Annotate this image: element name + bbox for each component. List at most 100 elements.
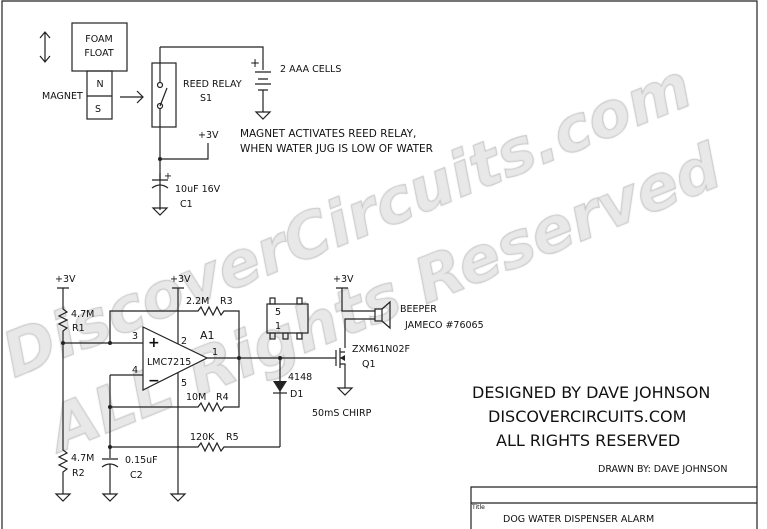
credits-rights-label: ALL RIGHTS RESERVED <box>496 431 680 450</box>
r5-ref-label: R5 <box>226 432 239 443</box>
relay-name-label: REED RELAY <box>183 79 242 90</box>
c1-ref-label: C1 <box>180 199 193 210</box>
r2-ref-label: R2 <box>72 468 85 479</box>
wire-path <box>101 458 119 494</box>
ground-icon <box>169 493 187 502</box>
package-pin1-label: 1 <box>275 321 281 332</box>
float-south-label: S <box>95 104 101 115</box>
c2-value-label: 0.15uF <box>125 455 158 466</box>
beeper-part-label: JAMECO #76065 <box>404 320 484 331</box>
wire-path <box>470 486 757 529</box>
wire-circle <box>108 341 112 345</box>
wire-path <box>160 46 271 112</box>
float-north-label: N <box>96 79 103 90</box>
wire-circle <box>156 81 164 89</box>
float-assembly: FOAM FLOAT N S MAGNET <box>39 22 144 120</box>
opamp-pins-p4-label: 4 <box>132 365 138 376</box>
ground-icon <box>336 387 354 396</box>
r2-value-label: 4.7M <box>71 453 94 464</box>
arrow-right-icon <box>120 90 144 104</box>
opamp-pins-p5-label: 5 <box>181 378 187 389</box>
foam-float <box>71 22 128 72</box>
beeper-label-label: BEEPER <box>400 304 437 315</box>
c1-section: +3V + 10uF 16V C1 MAGNET ACTIVATES REED … <box>151 128 433 216</box>
q1-part-label: ZXM61N02F <box>352 344 410 355</box>
battery-plus-label: + <box>250 56 260 70</box>
r4-value-label: 10M <box>186 392 206 403</box>
opamp-part-label: LMC7215 <box>147 357 191 368</box>
r3-ref-label: R3 <box>220 296 233 307</box>
opamp-ref-label: A1 <box>200 329 215 342</box>
wire-circle <box>108 405 112 409</box>
sot23-5-package: 5 1 <box>266 297 309 340</box>
wire-rect <box>269 297 276 305</box>
d1-ref-label: D1 <box>290 389 303 400</box>
up-down-arrow-icon <box>39 31 51 63</box>
note-line1-label: MAGNET ACTIVATES REED RELAY, <box>240 128 416 140</box>
supply-label: +3V <box>198 130 219 141</box>
wire-circle <box>237 356 241 360</box>
package-pin5-label: 5 <box>275 307 281 318</box>
wire-rect <box>282 332 289 340</box>
ground-icon <box>151 207 169 216</box>
credits-designed-label: DESIGNED BY DAVE JOHNSON <box>472 383 710 402</box>
wire-circle <box>156 102 164 110</box>
c1-plus-label: + <box>164 171 172 182</box>
wire-path <box>172 287 184 494</box>
wire-path <box>335 287 375 388</box>
beeper-icon <box>374 308 383 322</box>
q1-ref-label: Q1 <box>362 359 376 370</box>
wire-path <box>63 305 280 458</box>
wire-rect <box>296 297 303 305</box>
credits-drawn-label: DRAWN BY: DAVE JOHNSON <box>598 464 728 475</box>
wire-path <box>57 287 69 494</box>
d1-part-label: 4148 <box>288 372 312 383</box>
r1-value-label: 4.7M <box>71 309 94 320</box>
title_block-title-label: DOG WATER DISPENSER ALARM <box>503 514 654 525</box>
title-block: Title DOG WATER DISPENSER ALARM <box>470 486 757 529</box>
title_block-title_label-label: Title <box>471 504 485 511</box>
credits: DESIGNED BY DAVE JOHNSON DISCOVERCIRCUIT… <box>472 383 728 475</box>
battery-label-label: 2 AAA CELLS <box>280 64 341 75</box>
chirp-label: 50mS CHIRP <box>312 408 372 419</box>
note-line2-label: WHEN WATER JUG IS LOW OF WATER <box>240 143 433 155</box>
credits-site-label: DISCOVERCIRCUITS.COM <box>488 407 686 426</box>
c2-ref-label: C2 <box>130 470 143 481</box>
opamp-pins-p3-label: 3 <box>132 331 138 342</box>
wire-rect <box>151 62 177 128</box>
wire-path <box>151 173 169 189</box>
wire-rect <box>266 303 309 334</box>
wire-path <box>340 355 345 361</box>
wire-path <box>160 143 209 160</box>
supply-label: +3V <box>55 274 76 285</box>
r5-value-label: 120K <box>190 432 215 443</box>
wire-path <box>381 300 391 330</box>
opamp-pins-p2-label: 2 <box>181 336 187 347</box>
magnet <box>86 70 113 120</box>
supply-label: +3V <box>170 274 191 285</box>
opamp-pins-p1-label: 1 <box>212 347 218 358</box>
r1-ref-label: R1 <box>72 323 85 334</box>
float-label_line2-label: FLOAT <box>84 48 113 59</box>
opamp-a1 <box>142 326 209 391</box>
wire-circle <box>108 445 112 449</box>
ground-icon <box>101 493 119 502</box>
wire-circle <box>158 157 162 161</box>
ground-icon <box>54 493 72 502</box>
opamp-minus-label: − <box>148 373 160 389</box>
reed-relay-s1: REED RELAY S1 + 2 AAA CELLS <box>151 46 341 210</box>
diode-d1 <box>273 381 287 392</box>
wire-rect <box>296 332 303 340</box>
ground-icon <box>254 111 272 120</box>
r4-ref-label: R4 <box>216 392 229 403</box>
opamp-plus-label: + <box>148 335 160 351</box>
supply-label: +3V <box>333 274 354 285</box>
wire-rect <box>269 332 276 340</box>
float-magnet_label-label: MAGNET <box>42 91 83 102</box>
c1-value-label: 10uF 16V <box>175 184 221 195</box>
